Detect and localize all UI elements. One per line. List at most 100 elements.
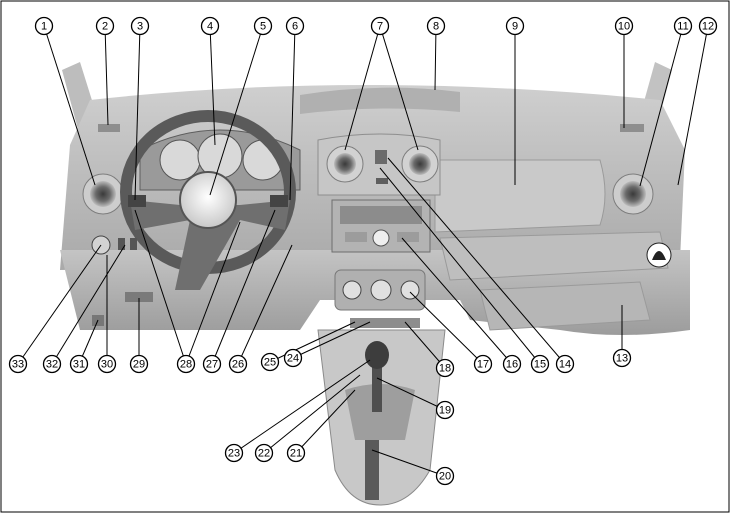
distribution-knob <box>400 280 420 300</box>
callout-14: 14 <box>555 354 575 374</box>
leader-line-11 <box>639 25 684 187</box>
callout-circle-5 <box>253 16 273 36</box>
leader-line-15 <box>379 167 541 365</box>
radio-buttons-left <box>345 232 367 242</box>
left-gauge <box>159 139 201 181</box>
callout-circle-10 <box>614 16 634 36</box>
callout-33: 33 <box>8 354 28 374</box>
callout-number-17: 17 <box>477 359 489 371</box>
callout-circle-13 <box>612 348 632 368</box>
airbag-warning-symbol <box>652 251 666 260</box>
callout-number-7: 7 <box>377 21 383 33</box>
callout-number-23: 23 <box>228 448 240 460</box>
callout-25: 25 <box>260 352 280 372</box>
callout-number-9: 9 <box>512 21 518 33</box>
callout-8: 8 <box>426 16 446 36</box>
leader-line-8 <box>434 25 437 91</box>
callout-18: 18 <box>435 358 455 378</box>
callout-circle-23 <box>224 443 244 463</box>
callout-circle-32 <box>42 354 62 374</box>
callout-number-3: 3 <box>137 21 143 33</box>
callout-circle-9 <box>505 16 525 36</box>
callout-number-12: 12 <box>702 21 714 33</box>
callout-circle-19 <box>435 400 455 420</box>
callout-number-30: 30 <box>101 359 113 371</box>
callout-number-26: 26 <box>232 359 244 371</box>
callout-22: 22 <box>254 443 274 463</box>
callout-circle-30 <box>97 354 117 374</box>
leader-line-20 <box>371 449 446 477</box>
callout-circle-6 <box>285 16 305 36</box>
leader-line-25 <box>269 321 356 363</box>
callout-7: 7 <box>370 16 390 36</box>
callout-26: 26 <box>228 354 248 374</box>
callout-30: 30 <box>97 354 117 374</box>
leader-line-21 <box>295 389 356 454</box>
callout-circle-21 <box>286 443 306 463</box>
callout-circle-22 <box>254 443 274 463</box>
callout-19: 19 <box>435 400 455 420</box>
lock-switch <box>376 178 388 184</box>
callout-circle-1 <box>34 16 54 36</box>
callout-number-14: 14 <box>559 359 571 371</box>
left-stalk <box>128 195 146 207</box>
callout-number-32: 32 <box>46 359 58 371</box>
right-stalk <box>270 195 288 207</box>
gear-stick <box>372 362 382 412</box>
callout-1: 1 <box>34 16 54 36</box>
callout-number-28: 28 <box>180 359 192 371</box>
callout-circle-15 <box>530 354 550 374</box>
center-left-vent <box>334 153 356 175</box>
callout-circle-11 <box>673 16 693 36</box>
callout-15: 15 <box>530 354 550 374</box>
steering-hub <box>179 171 237 229</box>
leader-line-4 <box>209 25 216 146</box>
callout-circle-27 <box>202 354 222 374</box>
callout-circle-28 <box>176 354 196 374</box>
leader-line-2 <box>104 25 109 126</box>
fuse-cover <box>125 292 153 302</box>
callout-circle-2 <box>95 16 115 36</box>
leader-line-7-2 <box>379 25 419 151</box>
handbrake <box>365 440 379 500</box>
callout-4: 4 <box>200 16 220 36</box>
callout-32: 32 <box>42 354 62 374</box>
callout-circle-12 <box>698 16 718 36</box>
switch-a <box>118 238 125 250</box>
callout-number-29: 29 <box>133 359 145 371</box>
callout-circle-24 <box>283 348 303 368</box>
callout-number-11: 11 <box>677 21 688 33</box>
callout-circle-18 <box>435 358 455 378</box>
leader-line-7-1 <box>344 25 381 151</box>
callout-number-1: 1 <box>41 21 47 33</box>
leader-line-26 <box>237 244 293 365</box>
callout-27: 27 <box>202 354 222 374</box>
callout-28: 28 <box>176 354 196 374</box>
callout-6: 6 <box>285 16 305 36</box>
hazard-switch <box>375 150 387 164</box>
left-speaker <box>98 124 120 132</box>
gear-knob <box>365 341 389 369</box>
callout-number-20: 20 <box>439 471 451 483</box>
leader-line-28-2 <box>185 221 241 365</box>
callout-3: 3 <box>130 16 150 36</box>
callout-circle-29 <box>129 354 149 374</box>
callout-20: 20 <box>435 466 455 486</box>
callout-number-19: 19 <box>439 405 451 417</box>
temperature-knob <box>370 279 392 301</box>
leader-line-17 <box>409 291 484 365</box>
callout-10: 10 <box>614 16 634 36</box>
leader-line-24 <box>292 321 371 359</box>
callout-circle-14 <box>555 354 575 374</box>
leader-line-19 <box>376 377 446 411</box>
left-side-vent <box>90 181 116 207</box>
leader-line-6 <box>289 25 296 201</box>
callout-11: 11 <box>673 16 693 36</box>
leader-line-5 <box>209 25 264 196</box>
callout-circle-17 <box>473 354 493 374</box>
glovebox-upper <box>434 159 606 233</box>
leader-line-27 <box>211 209 276 365</box>
